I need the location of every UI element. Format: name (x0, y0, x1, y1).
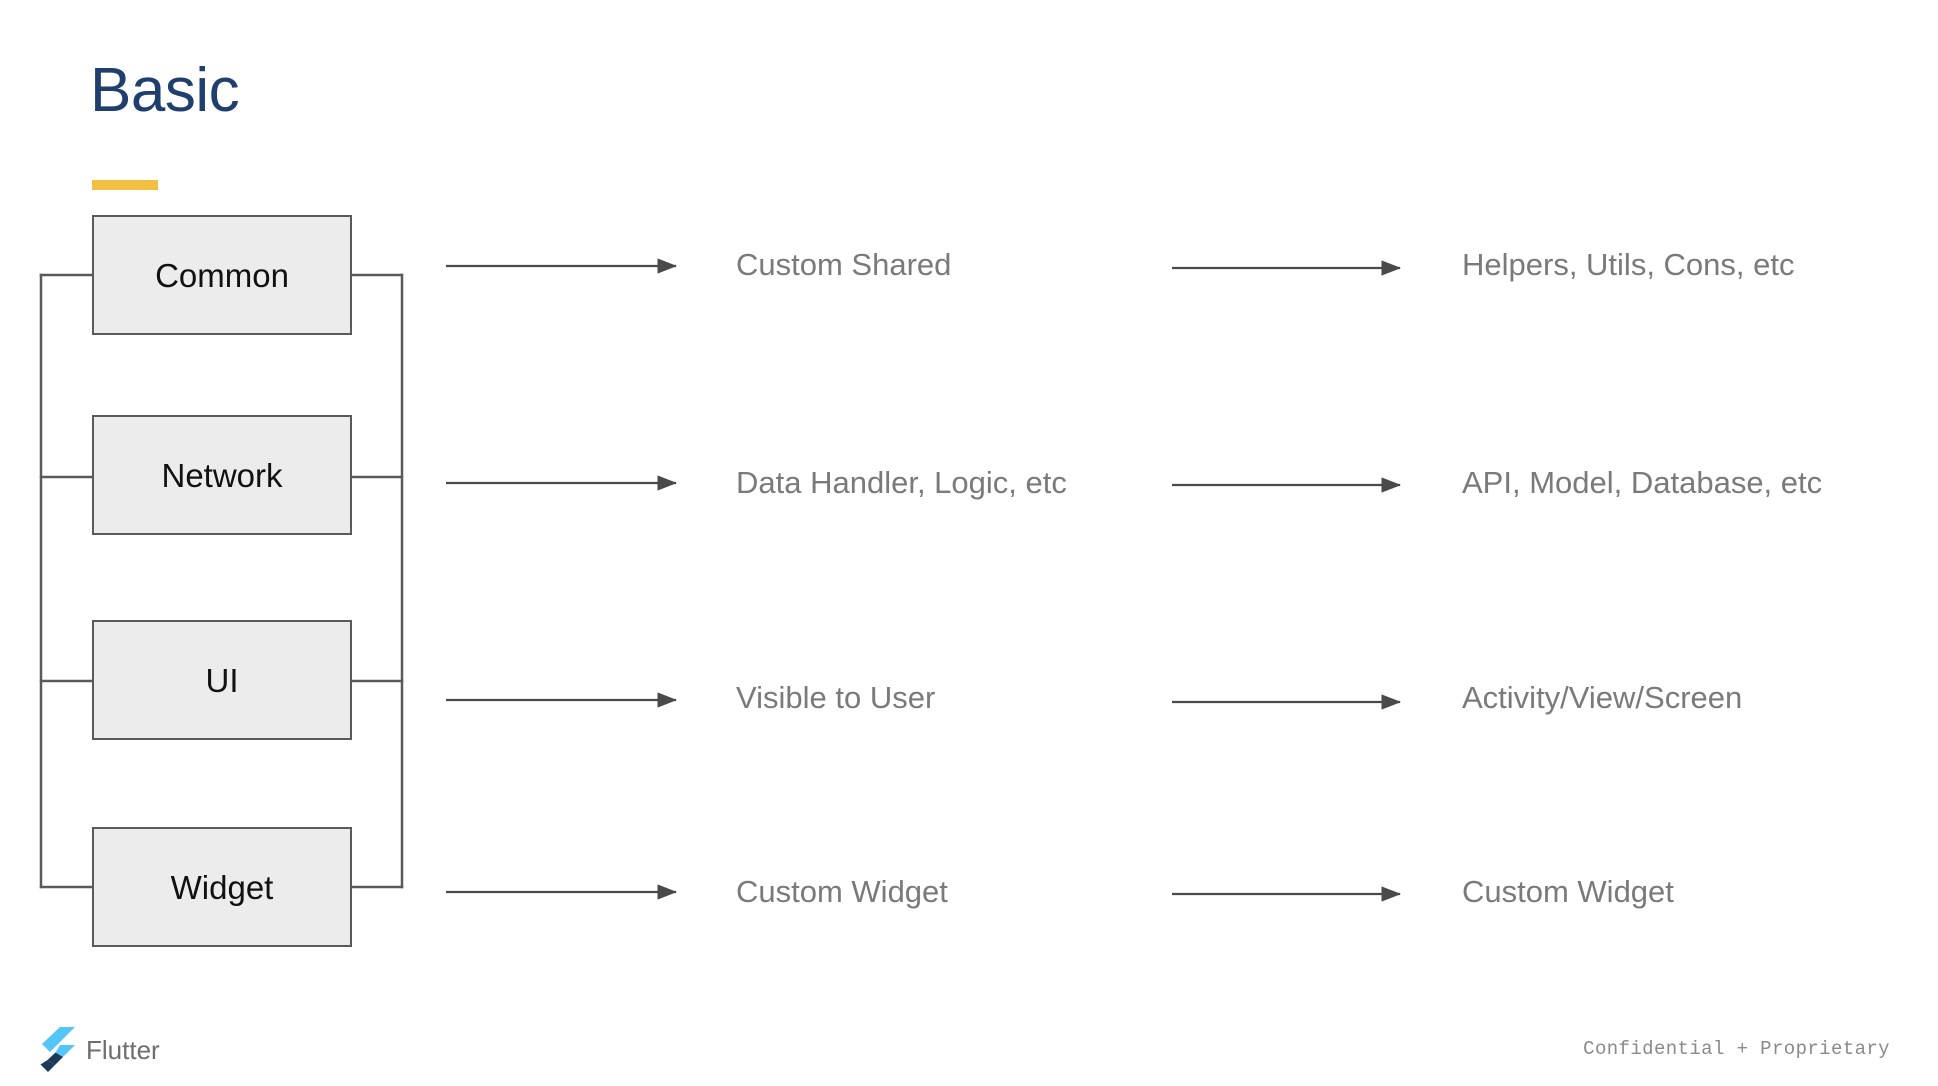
middle-description-common: Custom Shared (736, 247, 952, 282)
layer-box-label: Network (161, 456, 283, 494)
right-description-widget: Custom Widget (1462, 874, 1674, 909)
middle-description-ui: Visible to User (736, 680, 936, 715)
title-accent-bar (92, 180, 158, 190)
layer-box-widget[interactable]: Widget (92, 827, 352, 947)
middle-description-widget: Custom Widget (736, 874, 948, 909)
right-description-ui: Activity/View/Screen (1462, 680, 1743, 715)
layer-box-label: UI (205, 661, 239, 699)
middle-description-network: Data Handler, Logic, etc (736, 465, 1067, 500)
layer-box-common[interactable]: Common (92, 215, 352, 335)
layer-box-label: Common (155, 256, 289, 294)
confidential-note: Confidential + Proprietary (1583, 1038, 1890, 1060)
right-description-network: API, Model, Database, etc (1462, 465, 1823, 500)
flutter-wordmark: Flutter (86, 1035, 160, 1065)
flutter-mark-icon (40, 1027, 75, 1072)
right-description-common: Helpers, Utils, Cons, etc (1462, 247, 1795, 282)
flutter-logo: Flutter (36, 1026, 160, 1074)
layer-box-network[interactable]: Network (92, 415, 352, 535)
page-title: Basic (90, 56, 240, 125)
layer-box-label: Widget (170, 868, 274, 906)
layer-box-ui[interactable]: UI (92, 620, 352, 740)
